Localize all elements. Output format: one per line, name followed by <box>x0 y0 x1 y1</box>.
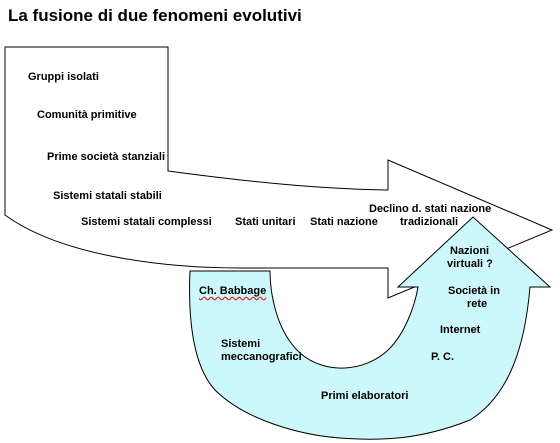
label-virtuali: virtuali ? <box>447 258 493 270</box>
label-comunita-primitive: Comunità primitive <box>37 109 137 121</box>
label-prime-societa-stanziali: Prime società stanziali <box>47 151 165 163</box>
label-tradizionali: tradizionali <box>400 216 459 228</box>
label-stati-nazione: Stati nazione <box>310 216 378 228</box>
label-sistemi: Sistemi <box>221 338 261 350</box>
label-primi-elaboratori: Primi elaboratori <box>321 390 409 402</box>
label-meccanografici: meccanografici <box>221 351 302 363</box>
label-ch-babbage-text: Ch. Babbage <box>199 285 267 297</box>
label-stati-unitari: Stati unitari <box>235 216 296 228</box>
label-rete: rete <box>467 298 488 310</box>
label-sistemi-statali-stabili: Sistemi statali stabili <box>53 190 162 202</box>
computing-evolution-arrow <box>189 216 552 440</box>
label-internet: Internet <box>440 324 481 336</box>
label-ch-babbage: Ch. Babbage <box>199 285 266 298</box>
label-gruppi-isolati: Gruppi isolati <box>28 71 99 83</box>
label-nazioni: Nazioni <box>450 245 490 257</box>
label-pc: P. C. <box>431 351 455 363</box>
page-title: La fusione di due fenomeni evolutivi <box>8 6 302 25</box>
label-sistemi-statali-complessi: Sistemi statali complessi <box>81 216 212 228</box>
label-societa-in: Società in <box>448 285 500 297</box>
label-declino-stati-nazione: Declino d. stati nazione <box>369 203 492 215</box>
